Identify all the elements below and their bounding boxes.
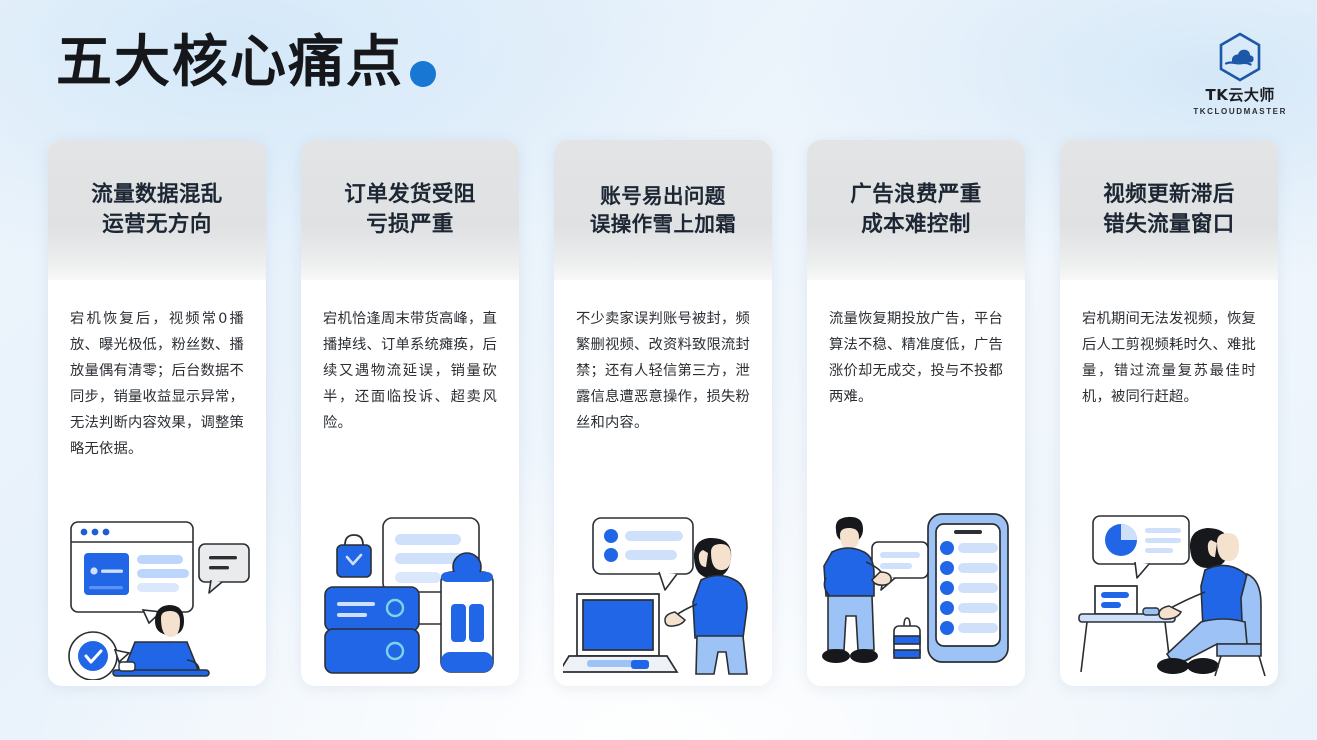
pain-point-card[interactable]: 广告浪费严重 成本难控制 流量恢复期投放广告，平台算法不稳、精准度低，广告涨价却… [807,140,1025,686]
card-body: 宕机恢复后，视频常0播放、曝光极低，粉丝数、播放量偶有清零；后台数据不同步，销量… [48,280,266,686]
card-description: 不少卖家误判账号被封，频繁删视频、改资料致限流封禁；还有人轻信第三方，泄露信息遭… [576,311,750,432]
card-illustration [807,505,1025,680]
card-header: 账号易出问题 误操作雪上加霜 [554,140,772,280]
card-illustration [301,505,519,680]
card-header: 广告浪费严重 成本难控制 [807,140,1025,280]
order-server-phone-illustration [324,517,494,674]
pain-point-card[interactable]: 流量数据混乱 运营无方向 宕机恢复后，视频常0播放、曝光极低，粉丝数、播放量偶有… [48,140,266,686]
card-description: 宕机期间无法发视频，恢复后人工剪视频耗时久、难批量，错过流量复苏最佳时机，被同行… [1082,311,1256,406]
card-header: 流量数据混乱 运营无方向 [48,140,266,280]
card-title: 订单发货受阻 亏损严重 [344,182,476,237]
title-accent-dot [410,60,436,87]
card-illustration [48,505,266,680]
card-description: 流量恢复期投放广告，平台算法不稳、精准度低，广告涨价却无成交，投与不投都两难。 [829,311,1003,406]
brand-name: TK云大师 [1205,86,1275,104]
pain-point-card[interactable]: 账号易出问题 误操作雪上加霜 不少卖家误判账号被封，频繁删视频、改资料致限流封禁… [554,140,772,686]
card-header: 订单发货受阻 亏损严重 [301,140,519,280]
pain-point-card[interactable]: 订单发货受阻 亏损严重 宕机恰逢周末带货高峰，直播掉线、订单系统瘫痪，后续又遇物… [301,140,519,686]
person-mobile-list-illustration [822,513,1009,663]
card-title: 广告浪费严重 成本难控制 [850,182,982,237]
card-description: 宕机恢复后，视频常0播放、曝光极低，粉丝数、播放量偶有清零；后台数据不同步，销量… [70,311,244,458]
card-illustration [554,505,772,680]
pain-point-card-list: 流量数据混乱 运营无方向 宕机恢复后，视频常0播放、曝光极低，粉丝数、播放量偶有… [48,140,1278,700]
desk-worker-chart-illustration [1078,515,1266,677]
card-title: 流量数据混乱 运营无方向 [91,182,223,237]
card-title: 视频更新滞后 错失流量窗口 [1103,182,1235,237]
brand-logo: TK云大师 TKCLOUDMASTER [1193,32,1287,116]
card-header: 视频更新滞后 错失流量窗口 [1060,140,1278,280]
card-illustration [1060,505,1278,680]
laptop-person-chat-illustration [563,517,748,675]
dashboard-analytics-person-illustration [68,521,250,680]
brand-subtitle: TKCLOUDMASTER [1193,107,1287,116]
card-description: 宕机恰逢周末带货高峰，直播掉线、订单系统瘫痪，后续又遇物流延误，销量砍半，还面临… [323,311,497,432]
hexagon-cloud-icon [1219,32,1261,82]
page-title-text: 五大核心痛点 [56,30,404,95]
page-title: 五大核心痛点 [56,30,436,95]
pain-point-card[interactable]: 视频更新滞后 错失流量窗口 宕机期间无法发视频，恢复后人工剪视频耗时久、难批量，… [1060,140,1278,686]
card-title: 账号易出问题 误操作雪上加霜 [589,183,737,236]
